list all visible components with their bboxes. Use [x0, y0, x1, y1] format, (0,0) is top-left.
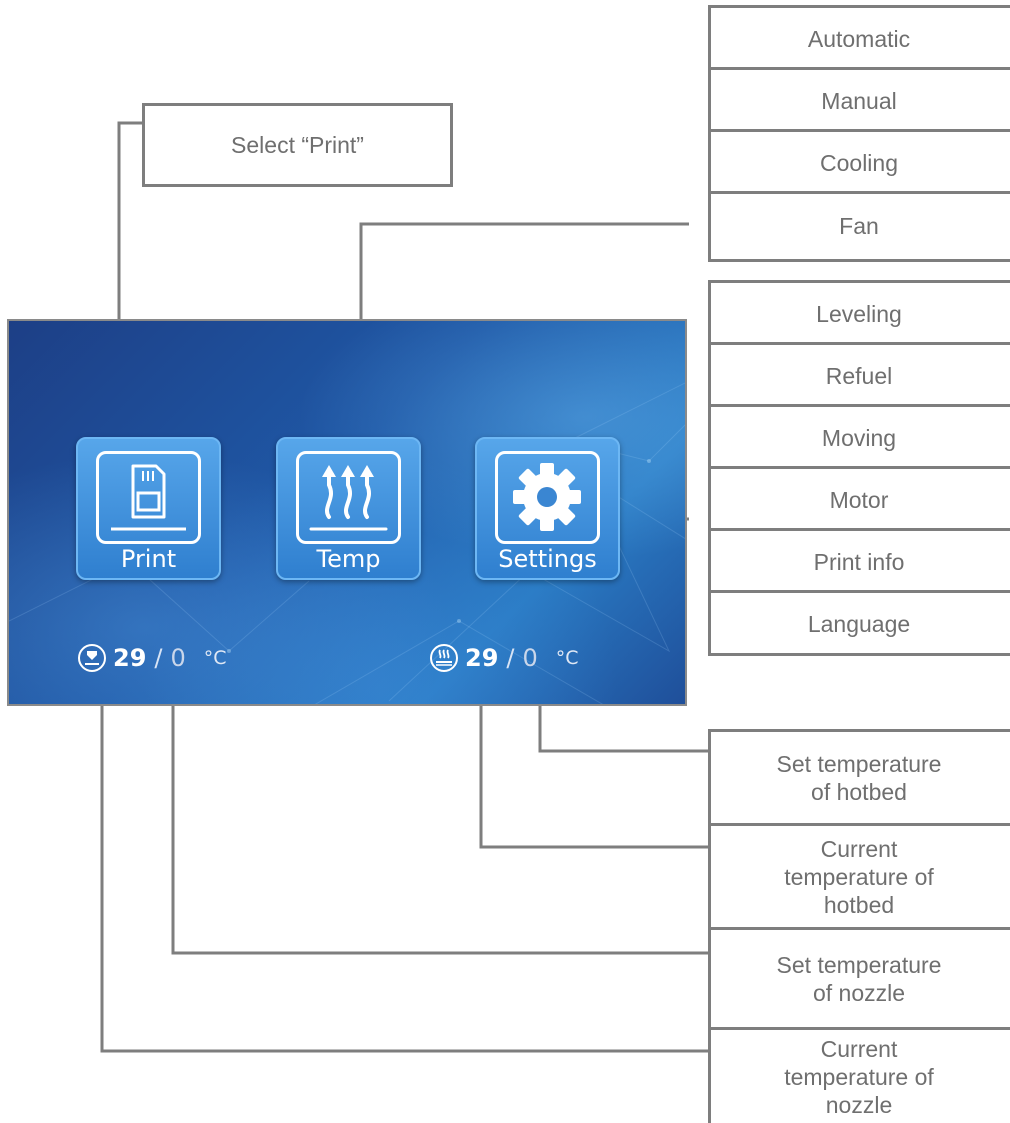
temp-menu-divider [708, 259, 1010, 262]
print-label: Print [120, 545, 177, 573]
nozzle-temperature: 29 / 0 °C [77, 643, 227, 673]
temp-menu-divider [708, 191, 1010, 194]
settings-label: Settings [498, 545, 597, 573]
temp-button[interactable]: Temp [276, 437, 421, 580]
nozzle-unit: °C [203, 647, 227, 669]
temp-menu-item-manual[interactable]: Manual [821, 87, 897, 114]
nozzle-set-temp-desc: Set temperature of nozzle [776, 951, 942, 1006]
settings-menu-divider [708, 590, 1010, 593]
settings-menu-divider [708, 466, 1010, 469]
sd-card-icon [111, 464, 186, 531]
settings-menu-item-moving[interactable]: Moving [821, 424, 897, 451]
heat-arrows-icon [309, 465, 388, 531]
hotbed-separator: / [506, 644, 515, 672]
temp-menu-divider [708, 67, 1010, 70]
description-divider [708, 1027, 1010, 1030]
temp-icon-frame [296, 451, 401, 544]
hotbed-unit: °C [555, 647, 579, 669]
nozzle-set-temp: 0 [170, 644, 186, 672]
settings-menu-divider [708, 404, 1010, 407]
hotbed-current-temp: 29 [465, 644, 499, 672]
settings-menu-divider [708, 653, 1010, 656]
settings-menu-item-motor[interactable]: Motor [829, 486, 889, 513]
temp-menu-item-automatic[interactable]: Automatic [807, 25, 911, 52]
settings-menu-item-print-info[interactable]: Print info [813, 548, 905, 575]
temp-menu-item-cooling[interactable]: Cooling [820, 149, 898, 176]
temperature-description-box: Set temperature of hotbed Current temper… [708, 729, 1010, 1123]
hotbed-set-temp-desc: Set temperature of hotbed [776, 750, 942, 805]
hotbed-current-temp-desc: Current temperature of hotbed [784, 835, 934, 918]
temp-menu-box: Automatic Manual Cooling Fan [708, 5, 1010, 262]
temp-menu-divider [708, 129, 1010, 132]
gear-icon [513, 463, 581, 531]
settings-menu-item-language[interactable]: Language [807, 610, 911, 637]
select-print-label: Select “Print” [231, 131, 364, 158]
hotbed-current-line [479, 664, 708, 849]
settings-menu-item-leveling[interactable]: Leveling [816, 300, 902, 327]
hotbed-temperature: 29 / 0 °C [429, 643, 579, 673]
printer-screen: Print Temp [7, 319, 687, 706]
nozzle-set-line [171, 664, 708, 955]
settings-menu-divider [708, 528, 1010, 531]
nozzle-separator: / [154, 644, 163, 672]
nozzle-current-temp-desc: Current temperature of nozzle [784, 1035, 934, 1118]
description-border [708, 729, 711, 1123]
settings-menu-item-refuel[interactable]: Refuel [825, 362, 893, 389]
description-divider [708, 823, 1010, 826]
settings-button[interactable]: Settings [475, 437, 620, 580]
temp-menu-border [708, 5, 711, 262]
nozzle-icon [78, 644, 106, 672]
hotbed-icon [430, 644, 458, 672]
nozzle-current-temp: 29 [113, 644, 147, 672]
nozzle-current-line [100, 664, 708, 1053]
select-print-callout: Select “Print” [142, 103, 453, 187]
description-divider [708, 927, 1010, 930]
settings-icon-frame [495, 451, 600, 544]
settings-menu-divider [708, 280, 1010, 283]
temp-menu-divider [708, 5, 1010, 8]
temp-menu-item-fan[interactable]: Fan [839, 213, 879, 239]
settings-menu-box: Leveling Refuel Moving Motor Print info … [708, 280, 1010, 656]
temp-label: Temp [316, 545, 381, 573]
description-divider [708, 729, 1010, 732]
print-icon-frame [96, 451, 201, 544]
hotbed-set-temp: 0 [522, 644, 538, 672]
settings-menu-divider [708, 342, 1010, 345]
print-button[interactable]: Print [76, 437, 221, 580]
